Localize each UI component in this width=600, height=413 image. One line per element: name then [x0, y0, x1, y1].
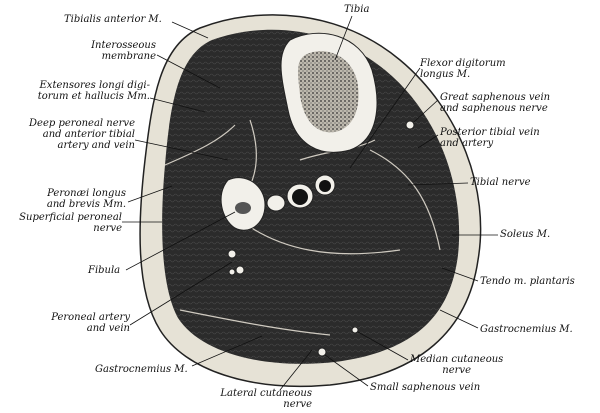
label-tendo-plantaris: Tendo m. plantaris — [480, 276, 575, 287]
label-line: nerve — [93, 223, 122, 234]
label-line: nerve — [283, 399, 312, 410]
label-line: Peroneal artery — [51, 312, 130, 323]
label-line: Median cutaneous — [410, 354, 504, 365]
label-line: Extensores longi digi- — [39, 80, 151, 91]
label-fibula: Fibula — [88, 265, 121, 276]
great-saphenous-vein — [405, 120, 415, 130]
tibia-marrow — [297, 51, 359, 133]
peroneal-vessels — [227, 249, 245, 276]
label-line: Posterior tibial vein — [440, 127, 540, 138]
label-line: Great saphenous vein — [440, 92, 551, 103]
small-saphenous-vein — [317, 347, 327, 357]
label-line: Flexor digitorum — [420, 58, 506, 69]
label-tibia: Tibia — [344, 4, 370, 15]
label-line: Interosseous — [91, 40, 156, 51]
label-gastrocnemius-right: Gastrocnemius M. — [480, 324, 573, 335]
label-soleus: Soleus M. — [500, 229, 551, 240]
label-line: and vein — [86, 323, 130, 334]
label-line: artery and vein — [57, 140, 135, 151]
label-line: Peronæi longus — [47, 188, 126, 199]
label-tibialis-anterior: Tibialis anterior M. — [64, 14, 162, 25]
label-line: longus M. — [420, 69, 471, 80]
label-line: and artery — [440, 138, 494, 149]
leader-lines — [122, 15, 498, 391]
label-small-saphenous-vein: Small saphenous vein — [370, 382, 481, 393]
label-line: torum et hallucis Mm. — [37, 91, 150, 102]
label-line: and anterior tibial — [42, 129, 135, 140]
label-line: and saphenous nerve — [440, 103, 548, 114]
label-line: Deep peroneal nerve — [29, 118, 135, 129]
label-line: Superficial peroneal — [19, 212, 122, 223]
posterior-tibial-vessels — [266, 174, 336, 212]
label-gastrocnemius-left: Gastrocnemius M. — [95, 364, 188, 375]
label-line: nerve — [442, 365, 472, 376]
label-line: and brevis Mm. — [46, 199, 126, 210]
label-tibial-nerve: Tibial nerve — [470, 177, 531, 188]
label-extensores: Extensores longi digi-torum et hallucis … — [10, 80, 150, 102]
label-line: membrane — [101, 51, 156, 62]
label-line: Lateral cutaneous — [220, 388, 312, 399]
